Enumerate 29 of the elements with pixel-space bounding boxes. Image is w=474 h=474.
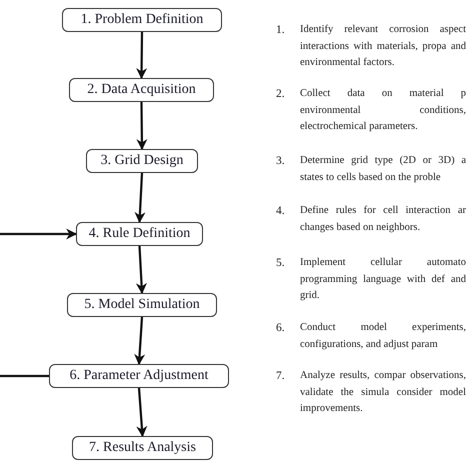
- arrow: [134, 316, 146, 366]
- step-description: Collect data on material p environmental conditions, electrochemical parameters.: [300, 87, 466, 134]
- process-box: 1. Problem Definition: [62, 8, 222, 32]
- arrow: [136, 102, 148, 150]
- process-box: 6. Parameter Adjustment: [49, 364, 229, 388]
- arrow: [0, 228, 78, 240]
- list-number: 1.: [276, 23, 285, 38]
- step-description: Implement cellular automato programming language with def and grid.: [300, 256, 466, 303]
- arrow: [136, 388, 148, 438]
- connector-line: [0, 374, 49, 378]
- list-number: 7.: [276, 369, 285, 384]
- process-box: 4. Rule Definition: [76, 222, 203, 246]
- list-number: 3.: [276, 154, 285, 169]
- list-number: 4.: [276, 204, 285, 219]
- step-description: Define rules for cell interaction ar changes based on neighbors.: [300, 204, 466, 234]
- process-box: 3. Grid Design: [86, 149, 198, 173]
- step-description: Determine grid type (2D or 3D) a states to cells based on the proble: [300, 154, 466, 184]
- process-box: 7. Results Analysis: [72, 436, 213, 460]
- step-description: Identify relevant corrosion aspect interactions with materials, propa and environmental factors.: [300, 23, 466, 70]
- process-box: 2. Data Acquisition: [69, 78, 214, 102]
- arrow: [134, 172, 146, 224]
- process-box: 5. Model Simulation: [67, 293, 217, 317]
- arrow: [136, 246, 147, 294]
- list-number: 5.: [276, 256, 285, 271]
- step-description: Analyze results, compar observations, validate the simula consider model improvements.: [300, 369, 466, 416]
- arrow: [136, 32, 148, 80]
- step-description: Conduct model experiments, configurations, and adjust param: [300, 321, 466, 352]
- list-number: 2.: [276, 87, 285, 102]
- list-number: 6.: [276, 321, 285, 336]
